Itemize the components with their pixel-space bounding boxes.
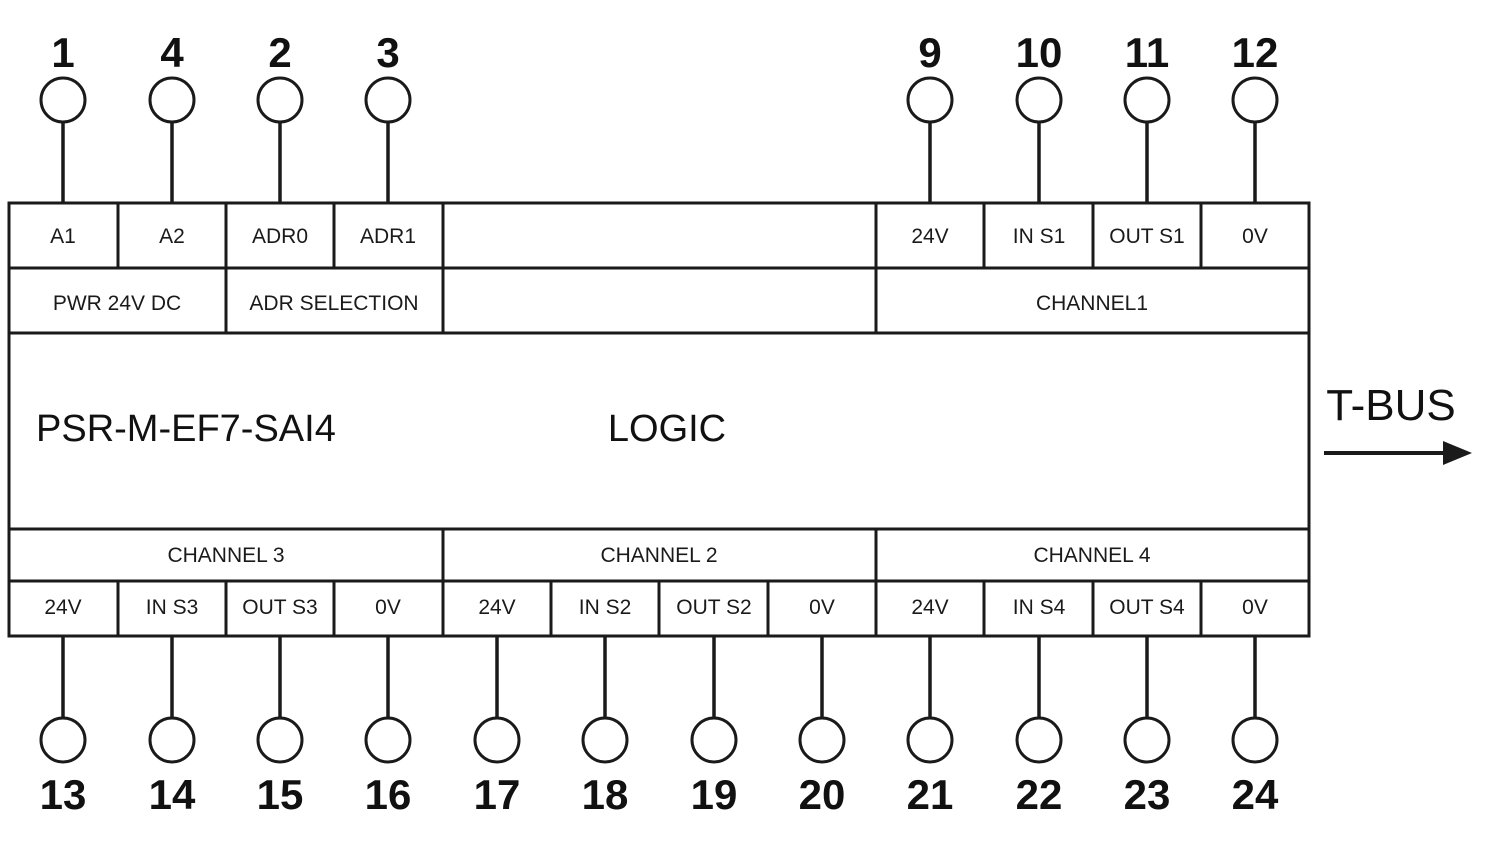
- terminal-pin-icon: [473, 716, 521, 764]
- terminal-pin-icon: [148, 76, 196, 124]
- bottom-terminal-20: 0V 20: [798, 596, 846, 818]
- bottom-terminal-23: OUT S4 23: [1109, 596, 1185, 818]
- terminal-label: ADR1: [360, 225, 416, 248]
- terminal-pin-icon: [906, 76, 954, 124]
- terminal-pin-icon: [1123, 716, 1171, 764]
- group-label-power: PWR 24V DC: [53, 292, 181, 315]
- t-bus-indicator: T-BUS: [1324, 381, 1472, 465]
- terminal-pin-icon: [39, 76, 87, 124]
- terminal-pin-icon: [1231, 76, 1279, 124]
- top-group-row-dividers: [224, 268, 878, 333]
- terminal-number: 18: [582, 771, 629, 818]
- top-label-row-dividers: [116, 203, 1203, 268]
- top-terminal-11: 11 OUT S1: [1109, 29, 1184, 248]
- group-label-channel-3: CHANNEL 3: [167, 544, 284, 567]
- terminal-number: 20: [799, 771, 846, 818]
- terminal-pin-icon: [364, 716, 412, 764]
- top-terminal-4: 4 A2: [148, 29, 196, 248]
- group-label-channel-2: CHANNEL 2: [600, 544, 717, 567]
- terminal-label: A2: [159, 225, 185, 248]
- terminal-pin-icon: [690, 716, 738, 764]
- terminal-number: 12: [1232, 29, 1279, 76]
- terminal-label: 0V: [1242, 596, 1268, 619]
- terminal-label: A1: [50, 225, 76, 248]
- top-terminal-2: 2 ADR0: [252, 29, 308, 248]
- terminal-number: 2: [268, 29, 291, 76]
- group-label-address-selection: ADR SELECTION: [249, 292, 418, 315]
- terminal-label: 0V: [1242, 225, 1268, 248]
- group-label-channel-4: CHANNEL 4: [1033, 544, 1150, 567]
- t-bus-label: T-BUS: [1326, 381, 1456, 430]
- terminal-number: 23: [1124, 771, 1171, 818]
- terminal-label: IN S1: [1013, 225, 1066, 248]
- terminal-pin-icon: [1015, 76, 1063, 124]
- terminal-pin-icon: [256, 716, 304, 764]
- terminal-number: 4: [160, 29, 184, 76]
- bottom-terminal-16: 0V 16: [364, 596, 412, 818]
- terminal-number: 13: [40, 771, 87, 818]
- terminal-number: 16: [365, 771, 412, 818]
- terminal-pin-icon: [256, 76, 304, 124]
- top-terminal-1: 1 A1: [39, 29, 87, 248]
- bottom-terminal-13: 24V 13: [39, 596, 87, 818]
- terminal-label: 24V: [911, 225, 948, 248]
- terminal-label: IN S2: [579, 596, 632, 619]
- terminal-number: 10: [1016, 29, 1063, 76]
- terminal-number: 14: [149, 771, 196, 818]
- device-model-label: PSR-M-EF7-SAI4: [36, 408, 336, 450]
- terminal-label: 24V: [478, 596, 515, 619]
- terminal-number: 11: [1125, 29, 1169, 76]
- terminal-pin-icon: [581, 716, 629, 764]
- terminal-number: 24: [1232, 771, 1279, 818]
- top-terminal-3: 3 ADR1: [360, 29, 416, 248]
- terminal-label: ADR0: [252, 225, 308, 248]
- terminal-number: 15: [257, 771, 304, 818]
- bottom-terminal-14: IN S3 14: [146, 596, 199, 818]
- top-terminal-12: 12 0V: [1231, 29, 1279, 248]
- terminal-number: 19: [691, 771, 738, 818]
- bottom-group-row-dividers: [441, 529, 878, 581]
- terminal-label: OUT S3: [242, 596, 317, 619]
- terminal-pin-icon: [148, 716, 196, 764]
- terminal-label: OUT S2: [676, 596, 751, 619]
- terminal-label: 24V: [44, 596, 81, 619]
- bottom-terminal-22: IN S4 22: [1013, 596, 1066, 818]
- terminal-pin-icon: [906, 716, 954, 764]
- terminal-label: IN S3: [146, 596, 199, 619]
- terminal-label: 0V: [809, 596, 835, 619]
- terminal-label: OUT S4: [1109, 596, 1185, 619]
- bottom-label-row-dividers: [116, 581, 1203, 636]
- terminal-label: OUT S1: [1109, 225, 1184, 248]
- terminal-pin-icon: [39, 716, 87, 764]
- terminal-number: 22: [1016, 771, 1063, 818]
- terminal-number: 1: [51, 29, 74, 76]
- top-terminal-10: 10 IN S1: [1013, 29, 1066, 248]
- terminal-label: 24V: [911, 596, 948, 619]
- terminal-number: 9: [918, 29, 941, 76]
- top-terminal-9: 9 24V: [906, 29, 954, 248]
- terminal-pin-icon: [364, 76, 412, 124]
- terminal-pin-icon: [1015, 716, 1063, 764]
- bottom-terminal-17: 24V 17: [473, 596, 521, 818]
- terminal-number: 21: [907, 771, 954, 818]
- bottom-terminal-18: IN S2 18: [579, 596, 632, 818]
- group-label-channel-1: CHANNEL1: [1036, 292, 1148, 315]
- bottom-terminal-15: OUT S3 15: [242, 596, 317, 818]
- bottom-terminal-24: 0V 24: [1231, 596, 1279, 818]
- terminal-number: 17: [474, 771, 521, 818]
- terminal-number: 3: [376, 29, 399, 76]
- terminal-label: IN S4: [1013, 596, 1066, 619]
- arrowhead-icon: [1443, 441, 1472, 465]
- bottom-terminal-19: OUT S2 19: [676, 596, 751, 818]
- logic-label: LOGIC: [608, 408, 726, 450]
- terminal-pin-icon: [798, 716, 846, 764]
- terminal-pin-icon: [1231, 716, 1279, 764]
- bottom-terminal-21: 24V 21: [906, 596, 954, 818]
- terminal-pin-icon: [1123, 76, 1171, 124]
- terminal-label: 0V: [375, 596, 401, 619]
